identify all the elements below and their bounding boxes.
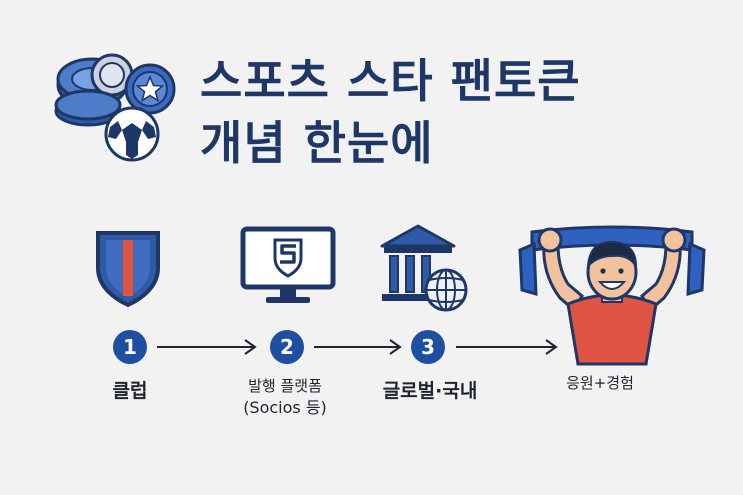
step-2-label-line-2: (Socios 등)	[243, 398, 327, 417]
arrow-2-to-3	[314, 339, 402, 355]
final-label: 응원+경험	[566, 374, 634, 392]
step-1-label: 클럽	[112, 380, 148, 402]
title-line-1: 스포츠 스타 팬토큰	[200, 54, 581, 108]
coins-soccer-icon	[54, 53, 176, 162]
arrow-1-to-2	[157, 339, 257, 355]
step-3-label: 글로벌·국내	[382, 380, 478, 402]
shield-icon	[96, 231, 160, 308]
step-2-label-line-1: 발행 플랫폼	[248, 377, 322, 395]
bank-globe-icon	[380, 224, 468, 312]
step-number-2: 2	[270, 330, 304, 364]
arrow-3-to-final	[456, 339, 558, 355]
title-line-2: 개념 한눈에	[200, 116, 434, 170]
page-title: 스포츠 스타 팬토큰 개념 한눈에	[200, 50, 720, 174]
monitor-icon	[240, 226, 336, 303]
step-2-label: 발행 플랫폼 (Socios 등)	[220, 375, 350, 419]
fan-scarf-icon	[518, 225, 706, 366]
step-number-3: 3	[411, 330, 445, 364]
step-number-1: 1	[113, 330, 147, 364]
